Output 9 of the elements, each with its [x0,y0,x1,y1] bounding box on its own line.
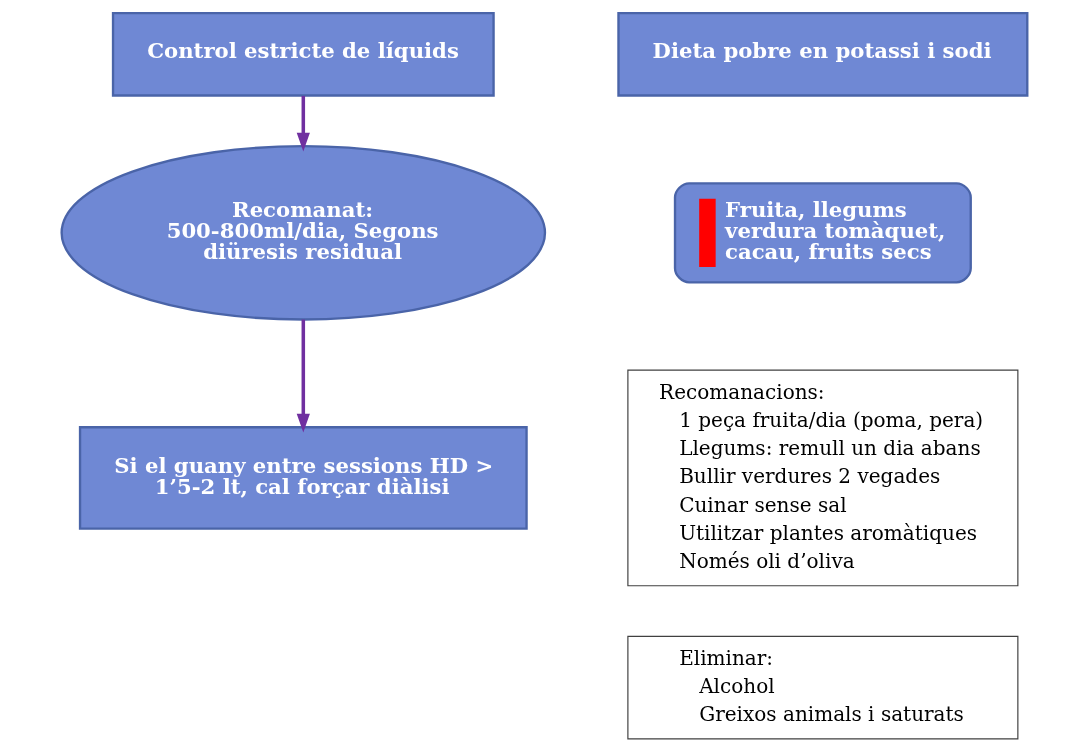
node-box: Si el guany entre sessions HD > 1’5-2 lt, cal forçar diàlisi [78,426,528,530]
node-box: Eliminar: Alcohol Greixos animals i saturats [627,635,1019,740]
arrow [296,319,310,433]
node-box: Fruita, llegums verdura tomàquet, cacau, fruits secs [673,182,972,284]
node-box: Recomanacions: 1 peça fruita/dia (poma, pera) Llegums: remull un dia abans Bullir verdures 2 vegades Cuinar sense sal Utilitzar plantes aromàtiques Només oli d’oliva [627,369,1019,587]
arrow [296,95,310,152]
node-ellipse: Recomanat: 500-800ml/dia, Segons diüresis residual [60,145,547,321]
node-box: Dieta pobre en potassi i sodi [617,11,1029,97]
node-box: Control estricte de líquids [111,11,495,97]
